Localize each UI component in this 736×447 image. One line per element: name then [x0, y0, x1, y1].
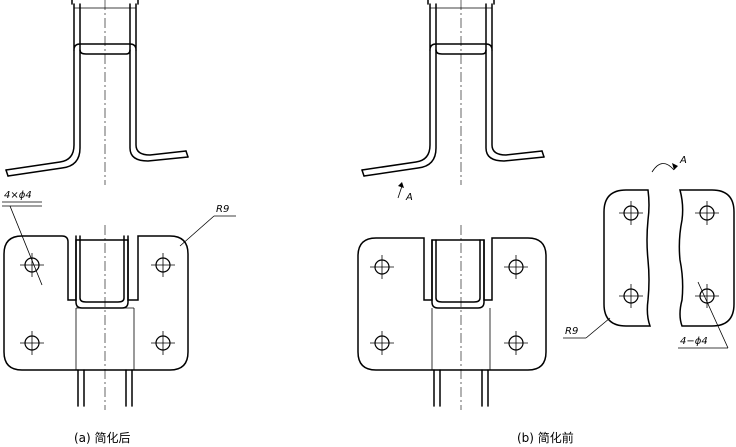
- hole-callout-b: 4−ϕ4: [678, 281, 729, 349]
- hole-callout-a: 4×ϕ4: [2, 190, 43, 286]
- view-arrow-left: A: [397, 182, 413, 203]
- hole-vb-bottom: [695, 284, 719, 308]
- view-arrow-left-text: A: [405, 192, 413, 203]
- figure-b: A: [357, 0, 735, 445]
- hole-b-br: [504, 331, 528, 355]
- hole-b-bl: [370, 331, 394, 355]
- plate-front-view-b: [357, 225, 547, 410]
- hole-va-top: [619, 201, 643, 225]
- view-arrow-top: A: [651, 155, 687, 173]
- hole-b-tl: [370, 255, 394, 279]
- radius-callout-a-text: R9: [216, 204, 229, 215]
- radius-callout-a: R9: [179, 204, 236, 247]
- radius-callout-b: R9: [563, 317, 611, 339]
- caption-b: (b) 简化前: [517, 430, 574, 445]
- caption-a: (a) 简化后: [74, 431, 131, 445]
- bracket-side-view-a: [5, 0, 189, 185]
- hole-callout-b-text: 4−ϕ4: [680, 336, 708, 347]
- bracket-side-view-b: [361, 0, 545, 185]
- hole-a-tr: [151, 253, 175, 277]
- radius-callout-b-text: R9: [565, 326, 578, 337]
- hole-vb-top: [695, 201, 719, 225]
- view-arrow-top-text: A: [679, 155, 687, 166]
- hole-b-tr: [504, 255, 528, 279]
- hole-va-bottom: [619, 284, 643, 308]
- hole-a-tl: [20, 253, 44, 277]
- hole-callout-a-text: 4×ϕ4: [4, 190, 32, 201]
- view-a-right-piece: [678, 189, 735, 327]
- figure-a: 4×ϕ4 R9 (a) 简化后: [2, 0, 236, 445]
- plate-front-view-a: [3, 225, 189, 410]
- view-a-left-piece: [603, 189, 652, 327]
- hole-a-br: [151, 331, 175, 355]
- hole-a-bl: [20, 331, 44, 355]
